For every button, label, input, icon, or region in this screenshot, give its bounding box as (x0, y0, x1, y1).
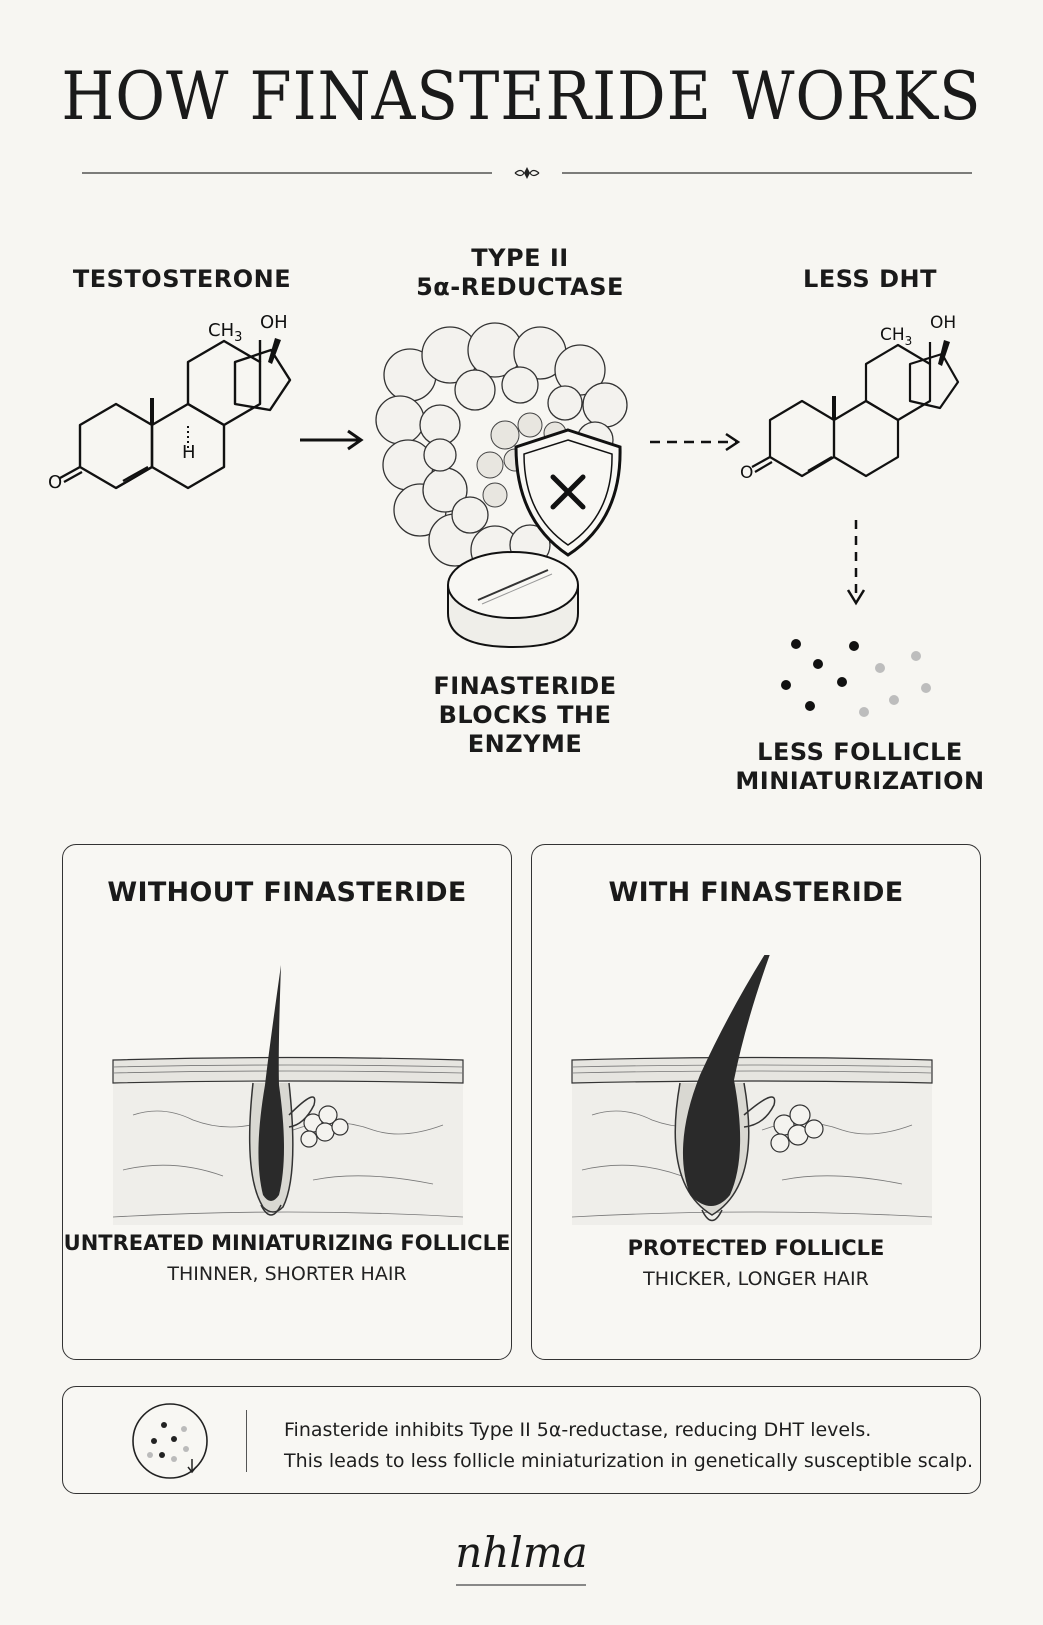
without-panel-title: WITHOUT FINASTERIDE (107, 877, 467, 908)
oxygen-label: O (48, 472, 62, 493)
dht-hydroxyl-label: OH (930, 313, 956, 333)
page-title: HOW FINASTERIDE WORKS (61, 58, 982, 135)
hydroxyl-label: OH (260, 312, 288, 333)
outcome-line1: LESS FOLLICLE (757, 738, 963, 766)
with-finasteride-panel: WITH FINASTERIDE PROTECTED FOLLICLE THIC… (531, 844, 981, 1360)
logo-tagline-mark (456, 1584, 586, 1586)
blocks-enzyme-label: FINASTERIDE BLOCKS THE ENZYME (380, 672, 670, 759)
info-line2: This leads to less follicle miniaturizat… (284, 1450, 974, 1472)
info-text: Finasteride inhibits Type II 5α-reductas… (284, 1415, 973, 1477)
ornament-icon (514, 167, 540, 179)
testosterone-molecule: O H CH3 OH (48, 312, 292, 493)
outcome-label: LESS FOLLICLE MINIATURIZATION (730, 738, 990, 796)
enzyme-label-line2: 5α-REDUCTASE (416, 273, 624, 301)
protected-follicle-illustration (571, 955, 933, 1225)
with-panel-title: WITH FINASTERIDE (608, 877, 904, 908)
dashed-arrow-right-icon (650, 432, 741, 452)
tablet-icon (447, 551, 579, 649)
blocks-line1: FINASTERIDE (433, 672, 617, 700)
outcome-line2: MINIATURIZATION (735, 767, 985, 795)
without-caption-main: UNTREATED MINIATURIZING FOLLICLE (63, 1231, 511, 1255)
info-box (62, 1386, 981, 1494)
dht-oxygen-label: O (740, 463, 753, 483)
dht-methyl-label: CH3 (880, 325, 912, 348)
testosterone-label: TESTOSTERONE (72, 265, 292, 293)
with-caption-sub: THICKER, LONGER HAIR (643, 1268, 869, 1290)
dots-circle-icon (132, 1403, 208, 1479)
title-divider (82, 167, 972, 179)
dht-dots-icon (781, 639, 931, 717)
dht-molecule: O CH3 OH (740, 313, 960, 483)
dht-label: LESS DHT (803, 265, 937, 293)
arrow-right-icon (300, 429, 364, 451)
enzyme-illustration (375, 322, 628, 649)
miniaturizing-follicle-illustration (112, 965, 464, 1225)
x-mark-icon (550, 474, 586, 510)
dashed-arrow-down-icon (846, 520, 866, 606)
enzyme-label-line1: TYPE II (471, 244, 569, 272)
without-finasteride-panel: WITHOUT FINASTERIDE UNTREATED MINIATURIZ… (62, 844, 512, 1360)
methyl-label: CH3 (208, 320, 242, 345)
without-caption-sub: THINNER, SHORTER HAIR (167, 1263, 407, 1285)
enzyme-label: TYPE II 5α-REDUCTASE (380, 244, 660, 302)
with-caption-main: PROTECTED FOLLICLE (627, 1236, 885, 1260)
hydrogen-label: H (182, 442, 196, 463)
logo: nhlma (455, 1528, 588, 1577)
blocks-line2: BLOCKS THE ENZYME (438, 701, 612, 758)
info-divider (246, 1410, 247, 1472)
info-line1: Finasteride inhibits Type II 5α-reductas… (284, 1419, 872, 1441)
